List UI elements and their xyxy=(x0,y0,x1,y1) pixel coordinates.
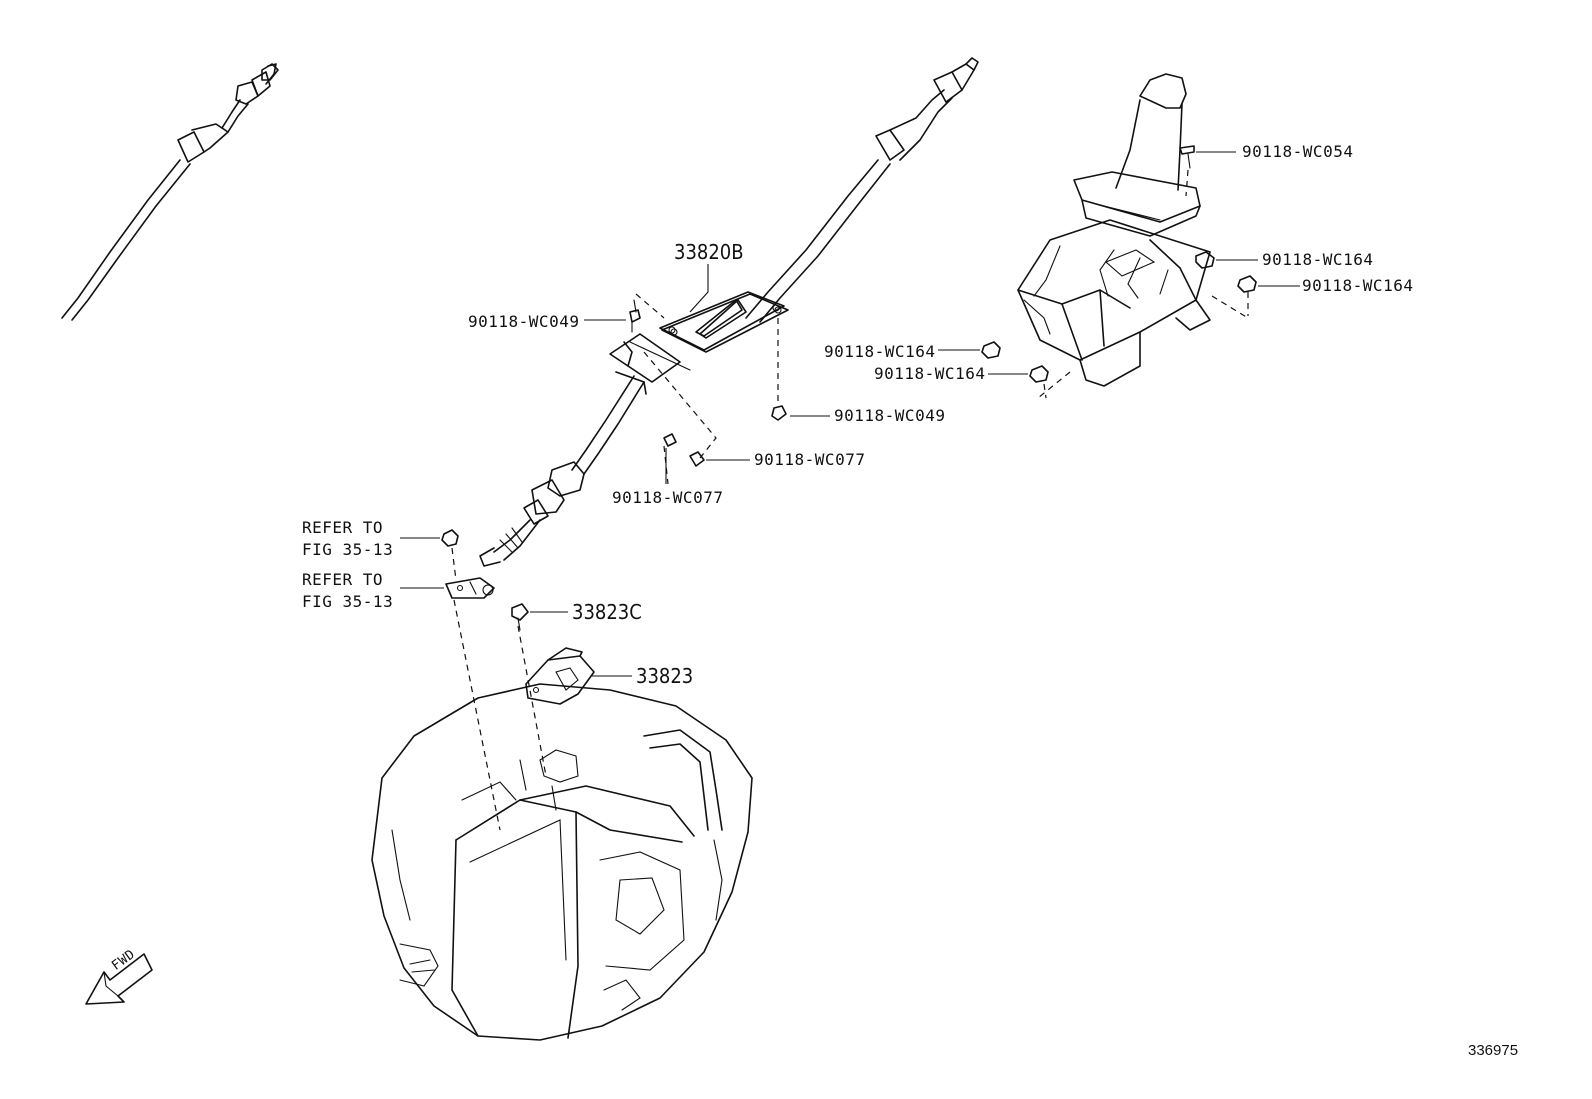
label-fig-35-13-1[interactable]: FIG 35-13 xyxy=(302,540,394,559)
nut-wc164-a xyxy=(1195,251,1215,269)
label-90118-wc054[interactable]: 90118-WC054 xyxy=(1242,142,1354,161)
label-refer-to-1[interactable]: REFER TO xyxy=(302,518,384,537)
label-90118-wc164-c[interactable]: 90118-WC164 xyxy=(824,342,936,361)
nut-wc164-c xyxy=(981,341,1001,359)
label-90118-wc164-d[interactable]: 90118-WC164 xyxy=(874,364,986,383)
leader-lines xyxy=(400,151,1300,677)
label-fig-35-13-2[interactable]: FIG 35-13 xyxy=(302,592,394,611)
bolt-wc049-upper xyxy=(629,299,641,333)
screw-wc054 xyxy=(1179,145,1195,169)
shifter-assembly xyxy=(1017,73,1211,387)
label-90118-wc164-a[interactable]: 90118-WC164 xyxy=(1262,250,1374,269)
selector-lever xyxy=(445,577,495,599)
label-33823[interactable]: 33823 xyxy=(636,664,694,688)
label-90118-wc077-right[interactable]: 90118-WC077 xyxy=(754,450,866,469)
label-33820B[interactable]: 33820B xyxy=(674,240,744,264)
cable-grommet-plate xyxy=(661,293,789,353)
shift-cable-main xyxy=(265,57,979,567)
bracket-33823 xyxy=(525,647,595,705)
nut-wc164-d xyxy=(1029,365,1049,383)
bolt-33823C xyxy=(511,603,529,631)
label-90118-wc049-lower[interactable]: 90118-WC049 xyxy=(834,406,946,425)
transaxle xyxy=(371,683,753,1041)
shift-cable xyxy=(61,63,785,351)
diagram-code: 336975 xyxy=(1468,1042,1519,1059)
nut-refer-1 xyxy=(441,529,459,547)
label-refer-to-2[interactable]: REFER TO xyxy=(302,570,384,589)
bolt-wc049-lower xyxy=(771,405,787,421)
label-90118-wc164-b[interactable]: 90118-WC164 xyxy=(1302,276,1414,295)
label-90118-wc077-lower[interactable]: 90118-WC077 xyxy=(612,488,724,507)
assembly-lines xyxy=(451,169,1249,831)
nut-wc164-b xyxy=(1237,275,1257,293)
label-90118-wc049-upper[interactable]: 90118-WC049 xyxy=(468,312,580,331)
fwd-arrow-icon xyxy=(85,953,153,1005)
label-33823C[interactable]: 33823C xyxy=(572,600,642,624)
clip-wc077-right xyxy=(689,451,705,467)
clip-wc077-lower xyxy=(663,433,677,447)
